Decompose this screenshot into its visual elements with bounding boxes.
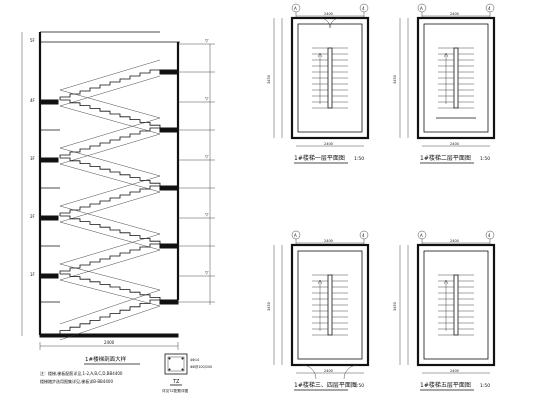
axis-bubble-label: A bbox=[420, 6, 423, 11]
plan-1: A 4 2400 3450 2400 1#楼梯一层平面图 1:50 bbox=[267, 3, 370, 164]
svg-text:▽: ▽ bbox=[205, 97, 209, 102]
plan-title: 1#楼梯二层平面图 bbox=[420, 154, 471, 162]
plan-scale: 1:50 bbox=[480, 156, 490, 162]
door-swing bbox=[319, 17, 341, 29]
plan-dim-bottom: 2400 bbox=[324, 369, 333, 373]
plan-title: 1#楼梯三、四层平面图 bbox=[294, 381, 357, 389]
stair-flight bbox=[59, 69, 160, 100]
plan-scale: 1:50 bbox=[354, 383, 364, 389]
plan-2: A 4 2400 3450 2400 1#楼梯二层平面图 1:50 bbox=[393, 3, 496, 164]
plan-title: 1#楼梯一层平面图 bbox=[294, 154, 345, 162]
stair-flight bbox=[59, 185, 160, 216]
plan-dim-top: 2400 bbox=[450, 12, 459, 16]
stair-flight bbox=[60, 157, 161, 186]
tz-label: TZ bbox=[172, 379, 180, 385]
stair-well bbox=[327, 274, 333, 336]
plan-dim-bottom: 2400 bbox=[450, 369, 459, 373]
section-title: 1#楼梯剖面大样 bbox=[85, 355, 127, 363]
svg-text:4F: 4F bbox=[30, 98, 36, 103]
level-marks: ▽ ▽ ▽ ▽ ▽ bbox=[178, 39, 215, 303]
stair-flights bbox=[40, 59, 161, 341]
floor-slabs bbox=[39, 69, 179, 338]
tz-bars: 4Φ14 bbox=[190, 358, 199, 362]
stair-flight bbox=[60, 99, 161, 128]
plan-walls bbox=[416, 243, 496, 367]
stair-flight bbox=[59, 299, 160, 334]
section-dim-label: 2400 bbox=[104, 340, 115, 345]
stair-well bbox=[327, 47, 333, 109]
stair-flight bbox=[60, 215, 161, 244]
stair-flight bbox=[60, 273, 161, 300]
svg-text:▽: ▽ bbox=[205, 271, 209, 276]
svg-text:▽: ▽ bbox=[205, 39, 209, 44]
plan-dim-bottom: 2400 bbox=[324, 142, 333, 146]
plan-dim-left: 3450 bbox=[267, 75, 271, 84]
svg-text:1F: 1F bbox=[30, 272, 36, 277]
svg-text:▽: ▽ bbox=[205, 213, 209, 218]
tz-column-detail: 4Φ14 Φ8@100/200 TZ 详见TZ配筋详图 bbox=[162, 353, 212, 393]
plan-dim-left: 3450 bbox=[393, 302, 397, 311]
axis-bubble-label: A bbox=[420, 233, 423, 238]
svg-text:5F: 5F bbox=[30, 38, 36, 43]
plan-4: A 4 2400 3450 2400 1#楼梯五层平面图 1:50 bbox=[393, 230, 496, 391]
tz-stirrup: Φ8@100/200 bbox=[190, 365, 212, 369]
plan-title: 1#楼梯五层平面图 bbox=[420, 381, 471, 389]
plan-dim-top: 2400 bbox=[450, 239, 459, 243]
left-level-labels: 5F 4F 3F 2F 1F bbox=[30, 38, 36, 277]
plan-dim-top: 2400 bbox=[324, 239, 333, 243]
plan-dim-left: 3450 bbox=[267, 302, 271, 311]
svg-text:▽: ▽ bbox=[205, 155, 209, 160]
stair-section: ▽ ▽ ▽ ▽ ▽ 5F 4F 3F 2F 1F 2400 1#楼梯剖面大样 注… bbox=[21, 31, 215, 393]
plan-scale: 1:50 bbox=[480, 383, 490, 389]
axis-bubble-label: 4 bbox=[362, 6, 365, 11]
axis-bubble-label: 4 bbox=[362, 233, 365, 238]
axis-bubble-label: A bbox=[294, 233, 297, 238]
plan-dim-left: 3450 bbox=[393, 75, 397, 84]
axis-bubble-label: 4 bbox=[488, 6, 491, 11]
tz-note: 详见TZ配筋详图 bbox=[162, 388, 189, 393]
stair-well bbox=[453, 47, 459, 109]
section-note-2: 楼梯踏步选用图集详见,梯板详B-BB4400 bbox=[40, 378, 113, 384]
plan-dim-top: 2400 bbox=[324, 12, 333, 16]
door-swing bbox=[301, 364, 359, 380]
stair-flight bbox=[59, 243, 160, 274]
plan-walls bbox=[290, 16, 370, 140]
stair-well bbox=[453, 274, 459, 336]
plan-scale: 1:50 bbox=[354, 156, 364, 162]
plan-walls bbox=[416, 16, 496, 140]
section-note-1: 注：楼梯,梯板配筋详见,1-2,A,B,C,D,BB4400 bbox=[40, 370, 123, 376]
axis-bubble-label: 4 bbox=[488, 233, 491, 238]
plan-walls bbox=[290, 243, 370, 367]
svg-text:2F: 2F bbox=[30, 214, 36, 219]
svg-text:3F: 3F bbox=[30, 156, 36, 161]
stair-flight bbox=[59, 127, 160, 158]
plan-dim-bottom: 2400 bbox=[450, 142, 459, 146]
tz-column-outline bbox=[164, 353, 188, 375]
axis-bubble-label: A bbox=[294, 6, 297, 11]
